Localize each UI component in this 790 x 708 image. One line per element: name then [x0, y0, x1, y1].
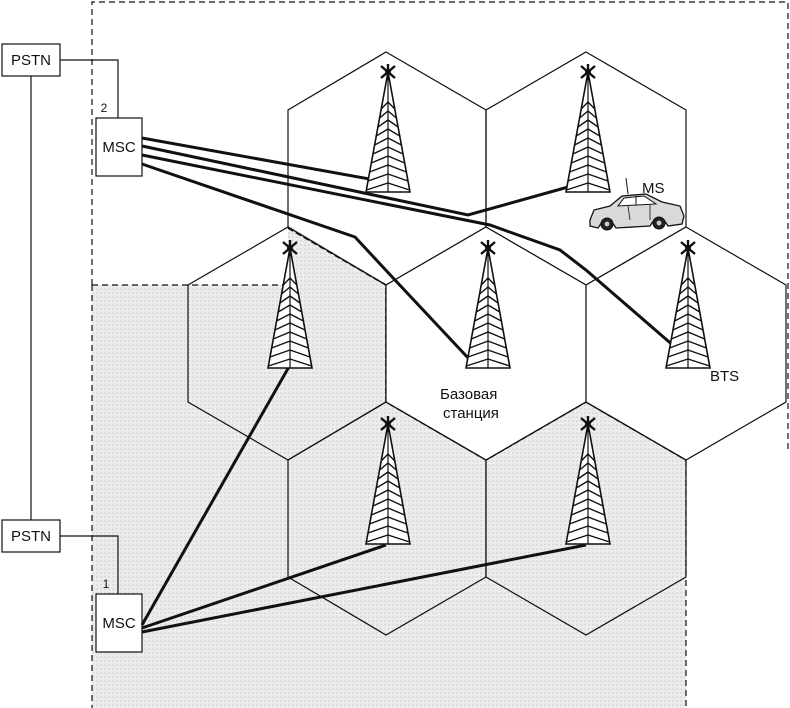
bts-tower-middle-right — [665, 240, 711, 369]
pstn-box-bottom: PSTN — [1, 519, 61, 553]
bts-tower-bottom-right — [565, 416, 611, 545]
base-station-label-line1: Базовая — [440, 386, 497, 403]
msc-bottom-number: 1 — [103, 577, 110, 591]
msc1-link-1 — [140, 364, 292, 626]
cell-hex-bottom-right — [485, 401, 687, 636]
pstn-box-top: PSTN — [1, 43, 61, 77]
bts-tower-bottom-left — [365, 416, 411, 545]
msc-box-top: MSC — [95, 117, 143, 177]
pstn-top-to-msc-top-link — [60, 59, 119, 118]
pstn-top-label: PSTN — [11, 52, 51, 69]
bts-tower-top-right — [565, 64, 611, 193]
bts-tower-middle-center — [465, 240, 511, 369]
msc-bottom-label: MSC — [102, 615, 136, 632]
bts-tower-top-left — [365, 64, 411, 193]
backhaul-links — [140, 136, 691, 634]
bts-label: BTS — [710, 368, 739, 385]
msc-box-bottom: MSC — [95, 593, 143, 653]
msc1-link-3 — [141, 543, 587, 634]
msc2-link-2 — [141, 144, 587, 217]
pstn-bottom-label: PSTN — [11, 528, 51, 545]
msc2-link-1 — [141, 136, 387, 184]
ms-label: MS — [642, 180, 665, 197]
bts-tower-middle-left — [267, 240, 313, 369]
msc2-link-4 — [141, 162, 472, 362]
msc1-link-2 — [141, 543, 387, 630]
ms-car-icon — [589, 177, 685, 231]
msc-top-number: 2 — [101, 101, 108, 115]
bts-towers — [267, 64, 711, 545]
pstn-bottom-to-msc-bottom-link — [60, 535, 119, 594]
msc2-area-boundary — [91, 1, 789, 450]
msc-top-label: MSC — [102, 139, 136, 156]
switching-links — [30, 59, 119, 594]
base-station-label-line2: станция — [443, 405, 499, 422]
msc2-link-3 — [141, 153, 691, 362]
